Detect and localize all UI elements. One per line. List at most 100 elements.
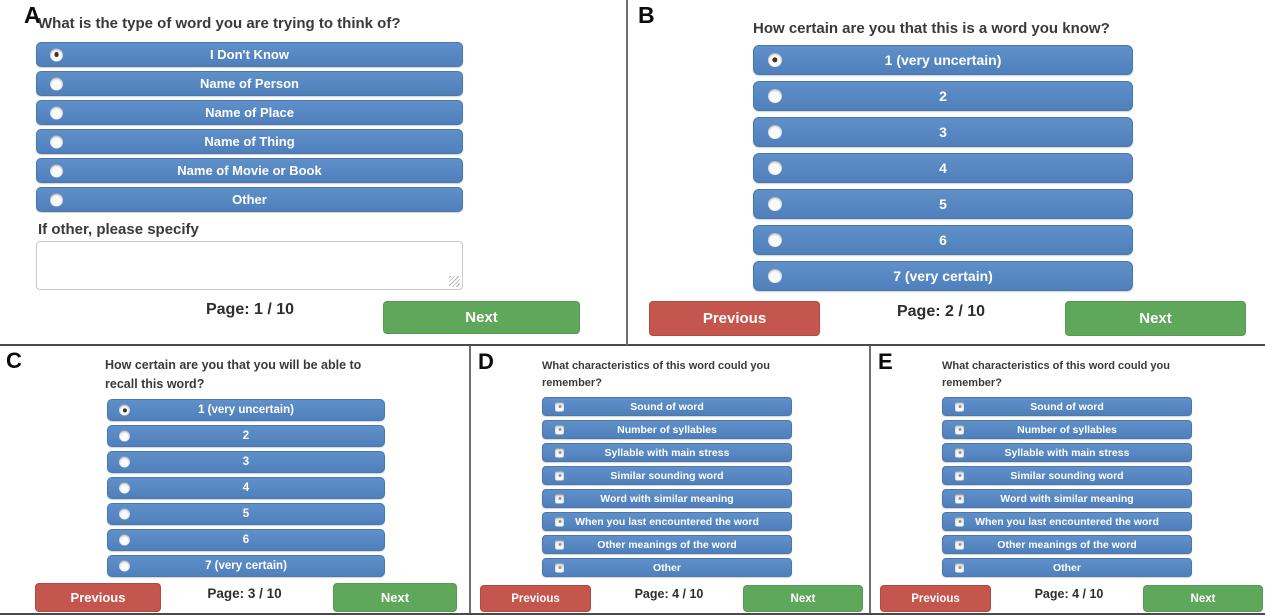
option-row[interactable]: 7 (very certain) bbox=[107, 555, 385, 577]
checkbox-icon[interactable] bbox=[955, 425, 964, 434]
option-row[interactable]: Similar sounding word bbox=[942, 466, 1192, 485]
option-row[interactable]: Syllable with main stress bbox=[942, 443, 1192, 462]
option-row[interactable]: Other bbox=[942, 558, 1192, 577]
option-row[interactable]: 6 bbox=[107, 529, 385, 551]
radio-icon[interactable] bbox=[768, 53, 782, 67]
checkbox-icon[interactable] bbox=[955, 517, 964, 526]
option-row[interactable]: Word with similar meaning bbox=[942, 489, 1192, 508]
checkbox-icon[interactable] bbox=[955, 540, 964, 549]
radio-icon[interactable] bbox=[50, 193, 63, 206]
option-row[interactable]: Name of Place bbox=[36, 100, 463, 125]
next-button[interactable]: Next bbox=[1143, 585, 1263, 612]
option-label: Other bbox=[1052, 561, 1081, 574]
option-row[interactable]: Syllable with main stress bbox=[542, 443, 792, 462]
option-row[interactable]: 6 bbox=[753, 225, 1133, 255]
other-specify-textarea[interactable] bbox=[36, 241, 463, 290]
page-indicator: Page: 1 / 10 bbox=[205, 301, 295, 318]
checkbox-icon[interactable] bbox=[555, 448, 564, 457]
checkbox-icon[interactable] bbox=[955, 494, 964, 503]
radio-icon[interactable] bbox=[768, 161, 782, 175]
resize-handle-icon[interactable] bbox=[449, 276, 460, 287]
checkbox-icon[interactable] bbox=[955, 471, 964, 480]
next-button[interactable]: Next bbox=[383, 301, 580, 334]
panel-a: A What is the type of word you are tryin… bbox=[0, 0, 628, 346]
option-row[interactable]: Other bbox=[36, 187, 463, 212]
panel-letter: E bbox=[878, 349, 893, 374]
next-button[interactable]: Next bbox=[1065, 301, 1246, 336]
option-row[interactable]: 3 bbox=[753, 117, 1133, 147]
options-list: 1 (very uncertain) 2 3 4 5 6 7 (very certain) bbox=[107, 399, 385, 581]
option-row[interactable]: 1 (very uncertain) bbox=[753, 45, 1133, 75]
option-row[interactable]: 3 bbox=[107, 451, 385, 473]
option-row[interactable]: Number of syllables bbox=[542, 420, 792, 439]
previous-button[interactable]: Previous bbox=[35, 583, 161, 612]
option-row[interactable]: Other meanings of the word bbox=[542, 535, 792, 554]
option-row[interactable]: Word with similar meaning bbox=[542, 489, 792, 508]
radio-icon[interactable] bbox=[119, 430, 130, 442]
next-button[interactable]: Next bbox=[743, 585, 863, 612]
option-row[interactable]: Other meanings of the word bbox=[942, 535, 1192, 554]
option-row[interactable]: 4 bbox=[753, 153, 1133, 183]
radio-icon[interactable] bbox=[119, 534, 130, 546]
option-row[interactable]: Name of Thing bbox=[36, 129, 463, 154]
option-row[interactable]: 1 (very uncertain) bbox=[107, 399, 385, 421]
checkbox-icon[interactable] bbox=[555, 540, 564, 549]
checkbox-icon[interactable] bbox=[555, 425, 564, 434]
radio-icon[interactable] bbox=[768, 197, 782, 211]
radio-icon[interactable] bbox=[50, 135, 63, 148]
option-label: 2 bbox=[242, 430, 250, 442]
option-label: Other bbox=[232, 192, 267, 207]
checkbox-icon[interactable] bbox=[555, 494, 564, 503]
option-row[interactable]: Sound of word bbox=[542, 397, 792, 416]
radio-icon[interactable] bbox=[50, 106, 63, 119]
option-label: Similar sounding word bbox=[610, 469, 724, 482]
option-row[interactable]: 2 bbox=[753, 81, 1133, 111]
radio-icon[interactable] bbox=[768, 269, 782, 283]
radio-icon[interactable] bbox=[119, 482, 130, 494]
radio-icon[interactable] bbox=[768, 125, 782, 139]
next-button[interactable]: Next bbox=[333, 583, 457, 612]
option-row[interactable]: Similar sounding word bbox=[542, 466, 792, 485]
option-label: 6 bbox=[242, 534, 250, 546]
option-row[interactable]: Sound of word bbox=[942, 397, 1192, 416]
radio-icon[interactable] bbox=[50, 48, 63, 61]
option-label: 1 (very uncertain) bbox=[884, 52, 1002, 68]
option-row[interactable]: When you last encountered the word bbox=[542, 512, 792, 531]
option-row[interactable]: 4 bbox=[107, 477, 385, 499]
option-row[interactable]: 7 (very certain) bbox=[753, 261, 1133, 291]
panel-e: E What characteristics of this word coul… bbox=[871, 346, 1265, 613]
checkbox-icon[interactable] bbox=[955, 402, 964, 411]
radio-icon[interactable] bbox=[119, 508, 130, 520]
checkbox-icon[interactable] bbox=[555, 563, 564, 572]
checkbox-icon[interactable] bbox=[955, 563, 964, 572]
option-row[interactable]: 5 bbox=[753, 189, 1133, 219]
previous-button[interactable]: Previous bbox=[880, 585, 991, 612]
previous-button[interactable]: Previous bbox=[480, 585, 591, 612]
option-row[interactable]: When you last encountered the word bbox=[942, 512, 1192, 531]
checkbox-icon[interactable] bbox=[555, 402, 564, 411]
checkbox-icon[interactable] bbox=[955, 448, 964, 457]
option-row[interactable]: Number of syllables bbox=[942, 420, 1192, 439]
option-row[interactable]: Name of Movie or Book bbox=[36, 158, 463, 183]
panel-d: D What characteristics of this word coul… bbox=[471, 346, 871, 613]
checkbox-icon[interactable] bbox=[555, 471, 564, 480]
options-list: 1 (very uncertain) 2 3 4 5 6 7 (very certain) bbox=[753, 45, 1133, 297]
radio-icon[interactable] bbox=[768, 233, 782, 247]
page-indicator: Page: 4 / 10 bbox=[634, 587, 704, 601]
option-row[interactable]: 5 bbox=[107, 503, 385, 525]
option-row[interactable]: Name of Person bbox=[36, 71, 463, 96]
option-row[interactable]: I Don't Know bbox=[36, 42, 463, 67]
radio-icon[interactable] bbox=[119, 560, 130, 572]
option-row[interactable]: Other bbox=[542, 558, 792, 577]
radio-icon[interactable] bbox=[119, 404, 130, 416]
previous-button[interactable]: Previous bbox=[649, 301, 820, 336]
radio-icon[interactable] bbox=[50, 77, 63, 90]
radio-icon[interactable] bbox=[768, 89, 782, 103]
radio-icon[interactable] bbox=[50, 164, 63, 177]
radio-icon[interactable] bbox=[119, 456, 130, 468]
option-label: Similar sounding word bbox=[1010, 469, 1124, 482]
option-row[interactable]: 2 bbox=[107, 425, 385, 447]
checkbox-icon[interactable] bbox=[555, 517, 564, 526]
